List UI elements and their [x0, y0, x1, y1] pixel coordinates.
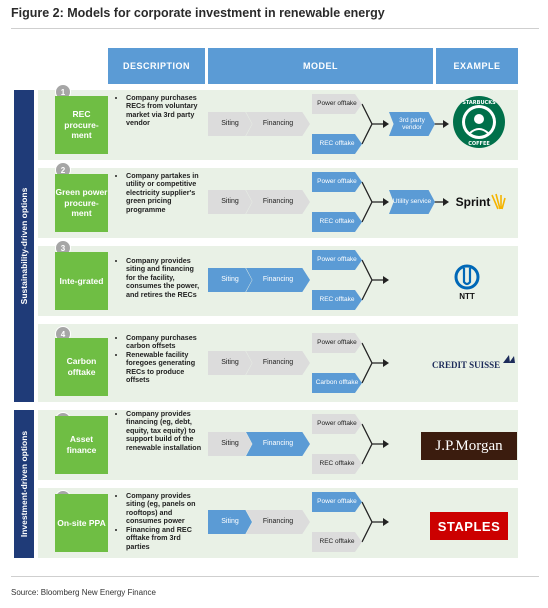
starbucks-logo: STARBUCKS COFFEE — [452, 95, 506, 149]
financing-step-5: Financing — [246, 432, 310, 456]
utility-service-2: Utility service — [389, 190, 435, 214]
rec-offtake-5: REC offtake — [312, 454, 362, 474]
desc-item: Renewable facility foregoes generating R… — [126, 350, 202, 385]
third-party-vendor-1: 3rd party vendor — [389, 112, 435, 136]
svg-text:COFFEE: COFFEE — [468, 141, 490, 147]
rec-offtake-2: REC offtake — [312, 212, 362, 232]
row-label-2: Green power procure-ment — [55, 174, 108, 232]
desc-item: Company provides siting and financing fo… — [126, 256, 202, 299]
row-desc-2: Company partakes in utility or competiti… — [118, 171, 202, 214]
desc-item: Company partakes in utility or competiti… — [126, 171, 202, 214]
staples-wordmark: STAPLES — [437, 518, 501, 534]
financing-step-1: Financing — [246, 112, 310, 136]
row-desc-6: Company provides siting (eg, panels on r… — [118, 491, 202, 551]
rec-offtake-3: REC offtake — [312, 290, 362, 310]
row-label-4: Carbon offtake — [55, 338, 108, 396]
sails-icon — [503, 355, 515, 363]
desc-item: Company provides siting (eg, panels on r… — [126, 491, 202, 526]
power-offtake-1: Power offtake — [312, 94, 362, 114]
ntt-wordmark: NTT — [459, 292, 475, 301]
jpmorgan-wordmark: J.P.Morgan — [435, 437, 503, 454]
desc-item: Company purchases carbon offsets — [126, 333, 202, 351]
investment-sidebar: Investment-driven options — [14, 410, 34, 558]
header-model: MODEL — [208, 48, 433, 84]
desc-item: Financing and REC offtake from 3rd parti… — [126, 525, 202, 551]
siting-step-5: Siting — [208, 432, 252, 456]
credit-suisse-logo: CREDIT SUISSE — [432, 354, 518, 374]
sprint-wordmark: Sprint — [455, 195, 491, 209]
row-desc-3: Company provides siting and financing fo… — [118, 256, 202, 299]
source-note: Source: Bloomberg New Energy Finance — [11, 588, 156, 597]
sprint-pin-icon — [491, 193, 507, 210]
svg-text:STARBUCKS: STARBUCKS — [462, 100, 496, 106]
siting-step-1: Siting — [208, 112, 252, 136]
figure-title: Figure 2: Models for corporate investmen… — [11, 6, 385, 20]
staples-logo: STAPLES — [430, 512, 508, 540]
header-example: EXAMPLE — [436, 48, 518, 84]
title-rule — [11, 28, 539, 29]
sprint-logo: Sprint — [448, 190, 514, 214]
financing-step-2: Financing — [246, 190, 310, 214]
power-offtake-3: Power offtake — [312, 250, 362, 270]
sustainability-sidebar: Sustainability-driven options — [14, 90, 34, 402]
power-offtake-2: Power offtake — [312, 172, 362, 192]
rec-offtake-6: REC offtake — [312, 532, 362, 552]
footer-rule — [11, 576, 539, 577]
row-desc-1: Company purchases RECs from voluntary ma… — [118, 93, 202, 128]
siting-step-4: Siting — [208, 351, 252, 375]
desc-item: Company purchases RECs from voluntary ma… — [126, 93, 202, 128]
jpmorgan-logo: J.P.Morgan — [421, 432, 517, 460]
row-label-5: Asset finance — [55, 416, 108, 474]
siting-step-6: Siting — [208, 510, 252, 534]
desc-item: Company provides financing (eg, debt, eq… — [126, 409, 202, 452]
row-desc-5: Company provides financing (eg, debt, eq… — [118, 409, 202, 452]
power-offtake-6: Power offtake — [312, 492, 362, 512]
carbon-offtake-4: Carbon offtake — [312, 373, 362, 393]
row-desc-4: Company purchases carbon offsetsRenewabl… — [118, 333, 202, 385]
financing-step-3: Financing — [246, 268, 310, 292]
ntt-logo: NTT — [452, 264, 482, 302]
financing-step-4: Financing — [246, 351, 310, 375]
power-offtake-4: Power offtake — [312, 333, 362, 353]
row-label-6: On-site PPA — [55, 494, 108, 552]
siting-step-3: Siting — [208, 268, 252, 292]
financing-step-6: Financing — [246, 510, 310, 534]
credit-suisse-wordmark: CREDIT SUISSE — [432, 360, 501, 370]
power-offtake-5: Power offtake — [312, 414, 362, 434]
header-description: DESCRIPTION — [108, 48, 205, 84]
row-label-3: Inte-grated — [55, 252, 108, 310]
rec-offtake-1: REC offtake — [312, 134, 362, 154]
row-label-1: REC procure-ment — [55, 96, 108, 154]
siting-step-2: Siting — [208, 190, 252, 214]
